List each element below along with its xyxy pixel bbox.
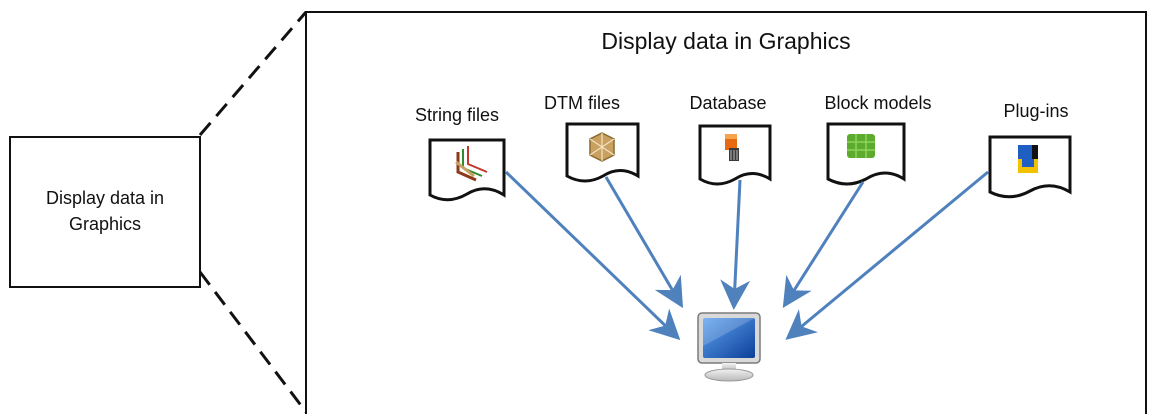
plugin-icon: [1018, 145, 1038, 173]
source-label-plug-ins: Plug-ins: [1003, 101, 1069, 121]
zoom-line-bottom: [198, 271, 308, 413]
source-label-string-files: String files: [414, 105, 500, 125]
arrow-plug-ins: [785, 170, 989, 340]
source-label-dtm-files: DTM files: [544, 93, 620, 113]
source-label-database: Database: [689, 93, 767, 113]
computer-monitor-icon: [697, 312, 761, 382]
arrows: [504, 170, 989, 341]
arrow-block-models: [782, 181, 865, 309]
detail-panel-title: Display data in Graphics: [601, 28, 851, 54]
summary-box: [9, 136, 201, 288]
arrow-dtm-files: [604, 176, 684, 309]
dtm-file-icon: [589, 132, 615, 162]
database-icon: [725, 134, 739, 161]
zoom-line-top: [198, 11, 308, 136]
summary-box-label: Display data in Graphics: [45, 188, 165, 234]
source-label-block-models: Block models: [824, 93, 932, 113]
arrow-string-files: [504, 170, 681, 341]
block-model-icon: [847, 134, 875, 158]
arrow-database: [720, 179, 751, 310]
string-file-icon: [455, 146, 488, 182]
